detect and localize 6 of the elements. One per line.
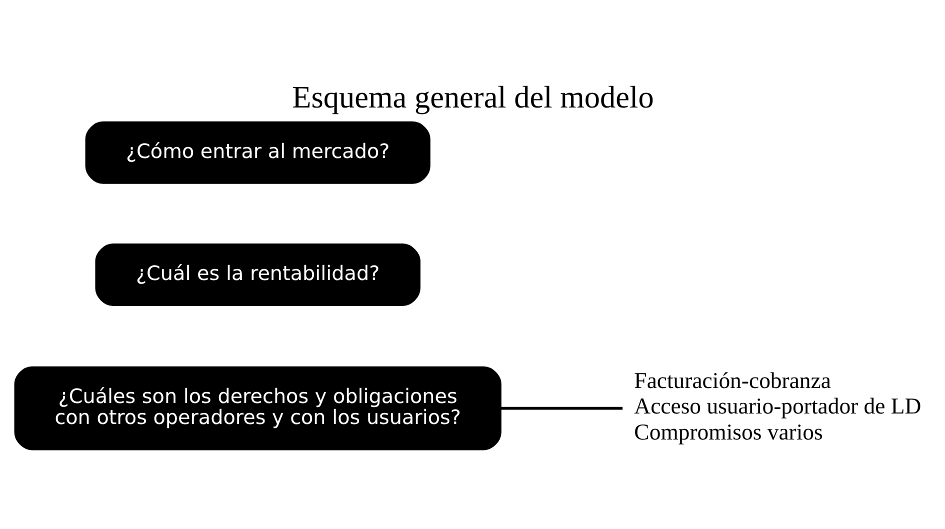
node-box: ¿Cómo entrar al mercado? xyxy=(84,121,430,184)
node-text: Facturación-cobranza Acceso usuario-portador de LD Compromisos varios xyxy=(634,368,921,444)
diagram-title: Esquema general del modelo xyxy=(292,79,654,114)
connector xyxy=(500,406,622,410)
node-box: ¿Cuáles son los derechos y obligaciones con otros operadores y con los usuarios? xyxy=(14,366,501,450)
node-box: ¿Cuál es la rentabilidad? xyxy=(94,244,420,306)
